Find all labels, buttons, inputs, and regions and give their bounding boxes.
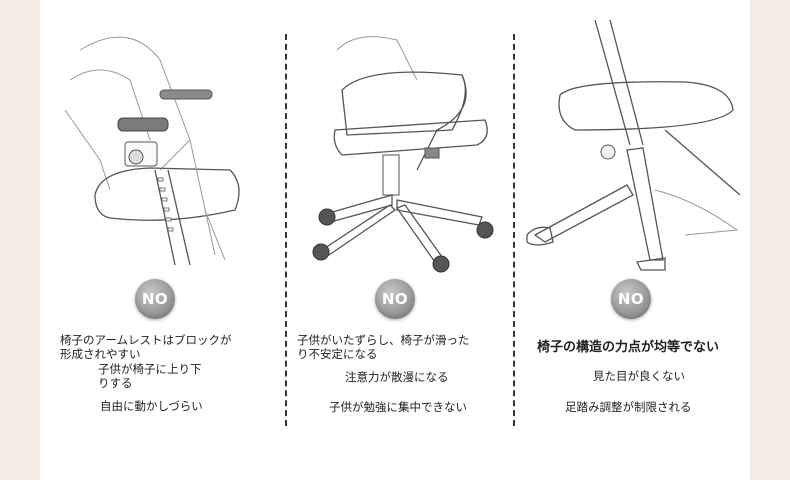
col2-text-3: 注意力が散漫になる bbox=[345, 370, 449, 384]
col3-text-2: 足踏み調整が制限される bbox=[565, 400, 692, 414]
col3-title: 椅子の構造の力点が均等でない bbox=[537, 340, 720, 355]
col2-text-1: 子供がいたずらし、椅子が滑った bbox=[297, 333, 470, 347]
structure-illustration bbox=[526, 20, 741, 271]
armrest-illustration bbox=[64, 36, 240, 266]
col2-text-2: り不安定になる bbox=[297, 347, 378, 361]
column-casters: NO 子供がいたずらし、椅子が滑った り不安定になる 注意力が散漫になる 子供が… bbox=[287, 0, 513, 480]
column-structure: NO 椅子の構造の力点が均等でない 見た目が良くない 足踏み調整が制限される bbox=[515, 0, 750, 480]
divider-1 bbox=[285, 34, 287, 426]
column-armrest: NO 椅子のアームレストはブロックが 形成されやすい 子供が椅子に上り下 りする… bbox=[40, 0, 285, 480]
col1-text-2: 形成されやすい bbox=[60, 347, 141, 361]
col1-text-4: りする bbox=[98, 376, 133, 390]
no-badge-1: NO bbox=[135, 279, 175, 319]
no-badge-3: NO bbox=[611, 279, 651, 319]
col2-text-4: 子供が勉強に集中できない bbox=[329, 400, 467, 414]
divider-2 bbox=[513, 34, 515, 426]
col1-text-3: 子供が椅子に上り下 bbox=[98, 362, 202, 376]
col1-text-5: 自由に動かしづらい bbox=[100, 399, 203, 413]
casters-illustration bbox=[312, 36, 494, 273]
col1-text-1: 椅子のアームレストはブロックが bbox=[60, 333, 232, 347]
content-panel bbox=[40, 0, 750, 480]
col3-text-1: 見た目が良くない bbox=[593, 369, 685, 383]
no-badge-2: NO bbox=[375, 279, 415, 319]
